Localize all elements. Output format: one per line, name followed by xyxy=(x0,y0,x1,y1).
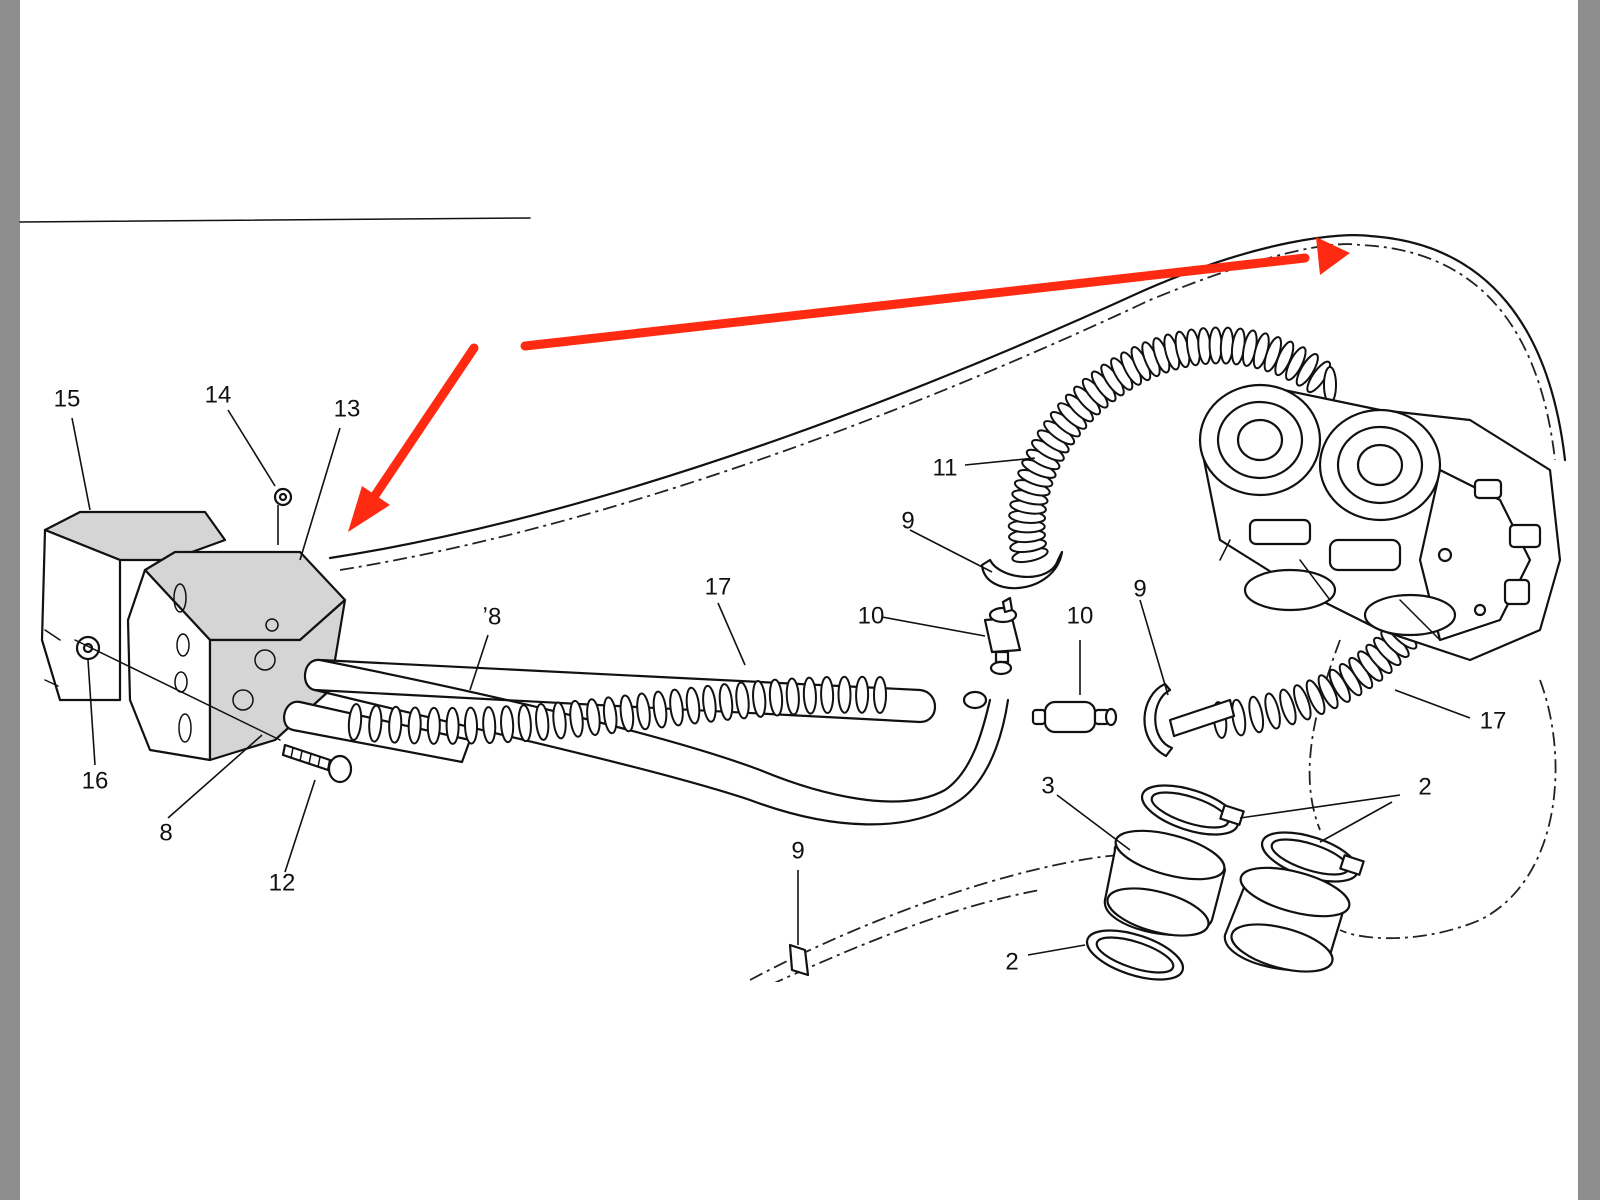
coil-ring xyxy=(768,678,784,717)
callout-14: 14 xyxy=(205,381,232,408)
callout-17-left: 17 xyxy=(705,573,732,600)
hose-clamp-2-lower xyxy=(1085,929,1185,981)
callout-11: 11 xyxy=(933,454,958,481)
coil-ring xyxy=(1279,688,1297,726)
coil-ring xyxy=(652,690,668,729)
clip-9-middle xyxy=(1143,682,1236,758)
hose-clamp-2-upper xyxy=(1140,784,1245,836)
coil-ring xyxy=(426,706,441,745)
coil-ring xyxy=(820,676,835,714)
right-frame-bar xyxy=(1578,0,1600,1200)
coil-ring xyxy=(1285,346,1307,381)
coil-ring xyxy=(1305,679,1326,715)
coil-ring xyxy=(752,679,767,718)
coil-ring xyxy=(1317,674,1339,710)
callout-labels: 15 14 13 16 8 12 ʼ8 17 10 9 11 10 9 17 3… xyxy=(54,381,1507,975)
fuel-filter-10-lower xyxy=(1031,700,1118,734)
coil-ring xyxy=(407,706,422,745)
coil-ring xyxy=(1208,326,1223,365)
coil-ring xyxy=(347,703,363,741)
coil-ring xyxy=(802,676,817,715)
coil-ring xyxy=(517,704,532,743)
callout-3: 3 xyxy=(1041,772,1054,799)
coil-ring xyxy=(1293,684,1312,721)
callout-12: 12 xyxy=(269,869,296,896)
frame-outline-mid xyxy=(1308,639,1341,831)
callout-8-left: 8 xyxy=(159,819,172,846)
callout-9-middle: 9 xyxy=(1133,575,1146,602)
coil-ring xyxy=(702,684,717,723)
spring-11 xyxy=(1007,326,1337,564)
coil-ring xyxy=(1264,692,1281,730)
callout-2-lower: 2 xyxy=(1005,948,1018,975)
coil-ring xyxy=(482,706,497,745)
washer-16 xyxy=(74,635,281,741)
callout-2-right: 2 xyxy=(1418,773,1431,800)
annotation-arrows xyxy=(348,237,1350,532)
callout-17-right: 17 xyxy=(1480,707,1507,734)
carburetors xyxy=(1198,383,1562,662)
coil-ring xyxy=(602,696,618,735)
nut-14 xyxy=(273,487,293,507)
manifold-3-right xyxy=(1223,866,1351,973)
coil-ring xyxy=(1231,698,1247,737)
spring-17-left xyxy=(347,675,887,745)
coil-ring xyxy=(735,681,750,720)
coil-ring xyxy=(552,701,567,740)
page-bottom-area xyxy=(20,982,1578,1200)
callout-9-lower: 9 xyxy=(791,837,804,864)
manifold-3-left xyxy=(1103,829,1227,937)
coil-ring xyxy=(535,702,550,741)
callout-10-upper: 10 xyxy=(858,602,885,629)
tank-outline-upper xyxy=(339,243,1556,571)
coil-ring xyxy=(445,706,460,745)
callout-9-upper: 9 xyxy=(901,507,914,534)
coil-ring xyxy=(873,676,887,714)
coil-ring xyxy=(388,705,403,744)
coil-ring xyxy=(837,675,852,714)
coil-ring xyxy=(500,705,515,744)
leader-lines xyxy=(71,409,1471,956)
coil-ring xyxy=(368,704,383,743)
coil-ring xyxy=(685,686,701,725)
coil-ring xyxy=(669,688,684,727)
red-arrow-right xyxy=(520,237,1350,351)
clip-9-upper xyxy=(980,550,1064,590)
coil-ring xyxy=(855,675,870,714)
coil-ring xyxy=(636,692,651,731)
filter-housing xyxy=(40,510,347,762)
coil-ring xyxy=(463,706,479,745)
callout-8-tube: ʼ8 xyxy=(483,603,502,630)
coil-ring xyxy=(586,698,601,737)
frame-outline-bottom-2 xyxy=(769,889,1041,986)
coil-ring xyxy=(619,694,635,733)
scan-border-line xyxy=(19,217,531,223)
coil-ring xyxy=(1248,695,1265,734)
red-arrow-down-left xyxy=(348,343,479,532)
coil-ring xyxy=(718,683,734,721)
frame-outline-bottom xyxy=(749,854,1121,981)
frame-outline-right xyxy=(1339,679,1557,940)
coil-ring xyxy=(569,699,584,738)
clip-9-lower xyxy=(788,943,810,977)
coil-ring xyxy=(785,677,800,716)
callout-10-lower: 10 xyxy=(1067,602,1094,629)
callout-15: 15 xyxy=(54,385,81,412)
screw-12 xyxy=(281,743,353,784)
callout-16: 16 xyxy=(82,767,109,794)
left-frame-bar xyxy=(0,0,20,1200)
coil-ring xyxy=(1295,353,1319,387)
callout-13: 13 xyxy=(334,395,361,422)
fuel-filter-10-upper xyxy=(983,596,1022,676)
